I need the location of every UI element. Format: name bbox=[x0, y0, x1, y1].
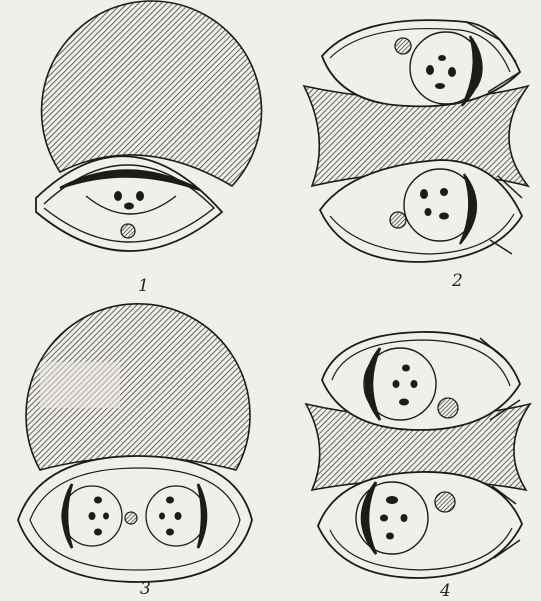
hatched-granule bbox=[125, 512, 137, 524]
figure-2: 2 bbox=[304, 20, 528, 291]
lower-hatched-granule bbox=[390, 212, 406, 228]
lower-hatched-granule bbox=[435, 492, 455, 512]
figure-label: 4 bbox=[439, 581, 451, 601]
hatched-granule bbox=[121, 224, 135, 238]
figure-label: 3 bbox=[140, 579, 151, 599]
lower-cell-outline bbox=[318, 472, 522, 578]
upper-hatched-granule bbox=[395, 38, 411, 54]
figure-4: 4 bbox=[306, 332, 530, 601]
faded-patch bbox=[40, 362, 120, 408]
figure-3: 3 bbox=[18, 304, 252, 599]
figure-1: 1 bbox=[36, 1, 262, 296]
figure-label: 1 bbox=[138, 276, 149, 296]
figure-label: 2 bbox=[451, 271, 463, 291]
hatched-sphere bbox=[42, 1, 262, 186]
upper-hatched-granule bbox=[438, 398, 458, 418]
